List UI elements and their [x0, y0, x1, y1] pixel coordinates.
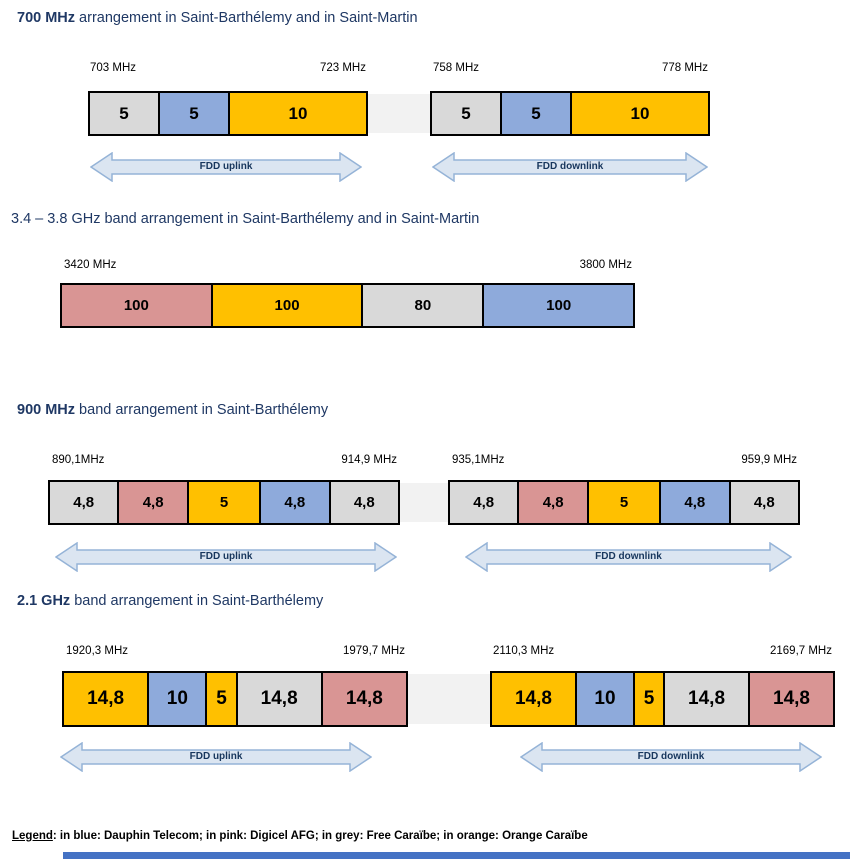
fdd-uplink-arrow: FDD uplink [55, 542, 397, 572]
freq-start-label: 1920,3 MHz [66, 645, 129, 657]
segment-pink: 14,8 [320, 673, 406, 725]
segment-grey: 5 [90, 93, 158, 134]
duplex-gap-band [366, 94, 432, 133]
freq-end-label: 778 MHz [661, 62, 708, 74]
arrow-label: FDD downlink [595, 551, 662, 563]
freq-start-label: 935,1MHz [452, 454, 505, 466]
segment-grey: 5 [432, 93, 500, 134]
segment-grey: 4,8 [50, 482, 118, 523]
segment-blue: 10 [574, 673, 634, 725]
freq-start-label: 3420 MHz [64, 259, 117, 271]
section-title-rest: band arrangement in Saint-Barthélemy [75, 402, 329, 418]
freq-end-label: 959,9 MHz [741, 454, 797, 466]
segment-pink: 4,8 [117, 482, 187, 523]
segment-orange: 100 [210, 285, 362, 326]
segment-orange: 5 [205, 673, 236, 725]
double-arrow-graphic [55, 542, 397, 572]
double-arrow-graphic [60, 742, 372, 772]
segment-blue: 10 [147, 673, 206, 725]
segment-grey: 80 [361, 285, 483, 326]
double-arrow-graphic [520, 742, 822, 772]
section-title-rest: 3.4 – 3.8 GHz band arrangement in Saint-… [11, 211, 480, 227]
section-title-900mhz: 900 MHz band arrangement in Saint-Barthé… [17, 402, 328, 418]
section-title-2.1ghz: 2.1 GHz band arrangement in Saint-Barthé… [17, 593, 323, 609]
freq-start-label: 703 MHz [90, 62, 137, 74]
segment-grey: 14,8 [663, 673, 749, 725]
fdd-uplink-arrow: FDD uplink [60, 742, 372, 772]
duplex-gap-band [406, 674, 492, 724]
segment-blue: 100 [482, 285, 634, 326]
freq-start-label: 890,1MHz [52, 454, 105, 466]
freq-end-label: 2169,7 MHz [769, 645, 832, 657]
segment-pink: 14,8 [748, 673, 833, 725]
arrow-label: FDD uplink [189, 751, 243, 763]
section-title-rest: arrangement in Saint-Barthélemy and in S… [75, 10, 418, 26]
segment-orange: 10 [228, 93, 366, 134]
freq-end-label: 914,9 MHz [341, 454, 397, 466]
segment-orange: 10 [570, 93, 708, 134]
segment-grey: 4,8 [728, 482, 798, 523]
segment-orange: 5 [633, 673, 664, 725]
section-title-3.4-3.8ghz: 3.4 – 3.8 GHz band arrangement in Saint-… [11, 211, 479, 227]
section-title-rest: band arrangement in Saint-Barthélemy [70, 593, 324, 609]
double-arrow-graphic [432, 152, 708, 182]
duplex-gap-band [398, 483, 450, 522]
arrow-label: FDD uplink [199, 161, 253, 173]
segment-pink: 100 [62, 285, 211, 326]
arrow-label: FDD downlink [536, 161, 604, 173]
segment-grey: 4,8 [328, 482, 398, 523]
segment-blue: 4,8 [659, 482, 729, 523]
section-title-bold: 900 MHz [17, 402, 76, 418]
fdd-downlink-arrow: FDD downlink [520, 742, 822, 772]
freq-start-label: 2110,3 MHz [493, 645, 555, 657]
segment-blue: 5 [500, 93, 570, 134]
bottom-blue-bar [63, 852, 850, 859]
segment-orange: 5 [186, 482, 260, 523]
segment-orange: 5 [586, 482, 660, 523]
segment-pink: 4,8 [517, 482, 587, 523]
segment-grey: 14,8 [235, 673, 321, 725]
freq-end-label: 723 MHz [319, 62, 366, 74]
section-title-bold: 700 MHz [17, 10, 76, 26]
legend-text: : in blue: Dauphin Telecom; in pink: Dig… [52, 830, 588, 842]
arrow-label: FDD downlink [637, 751, 705, 763]
segment-blue: 5 [158, 93, 228, 134]
freq-end-label: 1979,7 MHz [342, 645, 405, 657]
arrow-label: FDD uplink [199, 551, 253, 563]
segment-blue: 4,8 [259, 482, 329, 523]
segment-grey: 4,8 [450, 482, 518, 523]
segment-orange: 14,8 [492, 673, 575, 725]
section-title-bold: 2.1 GHz [17, 593, 71, 609]
fdd-uplink-arrow: FDD uplink [90, 152, 362, 182]
legend: Legend: in blue: Dauphin Telecom; in pin… [12, 830, 588, 842]
double-arrow-graphic [90, 152, 362, 182]
freq-start-label: 758 MHz [433, 62, 480, 74]
double-arrow-graphic [465, 542, 792, 572]
fdd-downlink-arrow: FDD downlink [432, 152, 708, 182]
segment-orange: 14,8 [64, 673, 148, 725]
legend-label: Legend [12, 830, 53, 842]
section-title-700mhz: 700 MHz arrangement in Saint-Barthélemy … [17, 10, 418, 26]
freq-end-label: 3800 MHz [579, 259, 632, 271]
fdd-downlink-arrow: FDD downlink [465, 542, 792, 572]
